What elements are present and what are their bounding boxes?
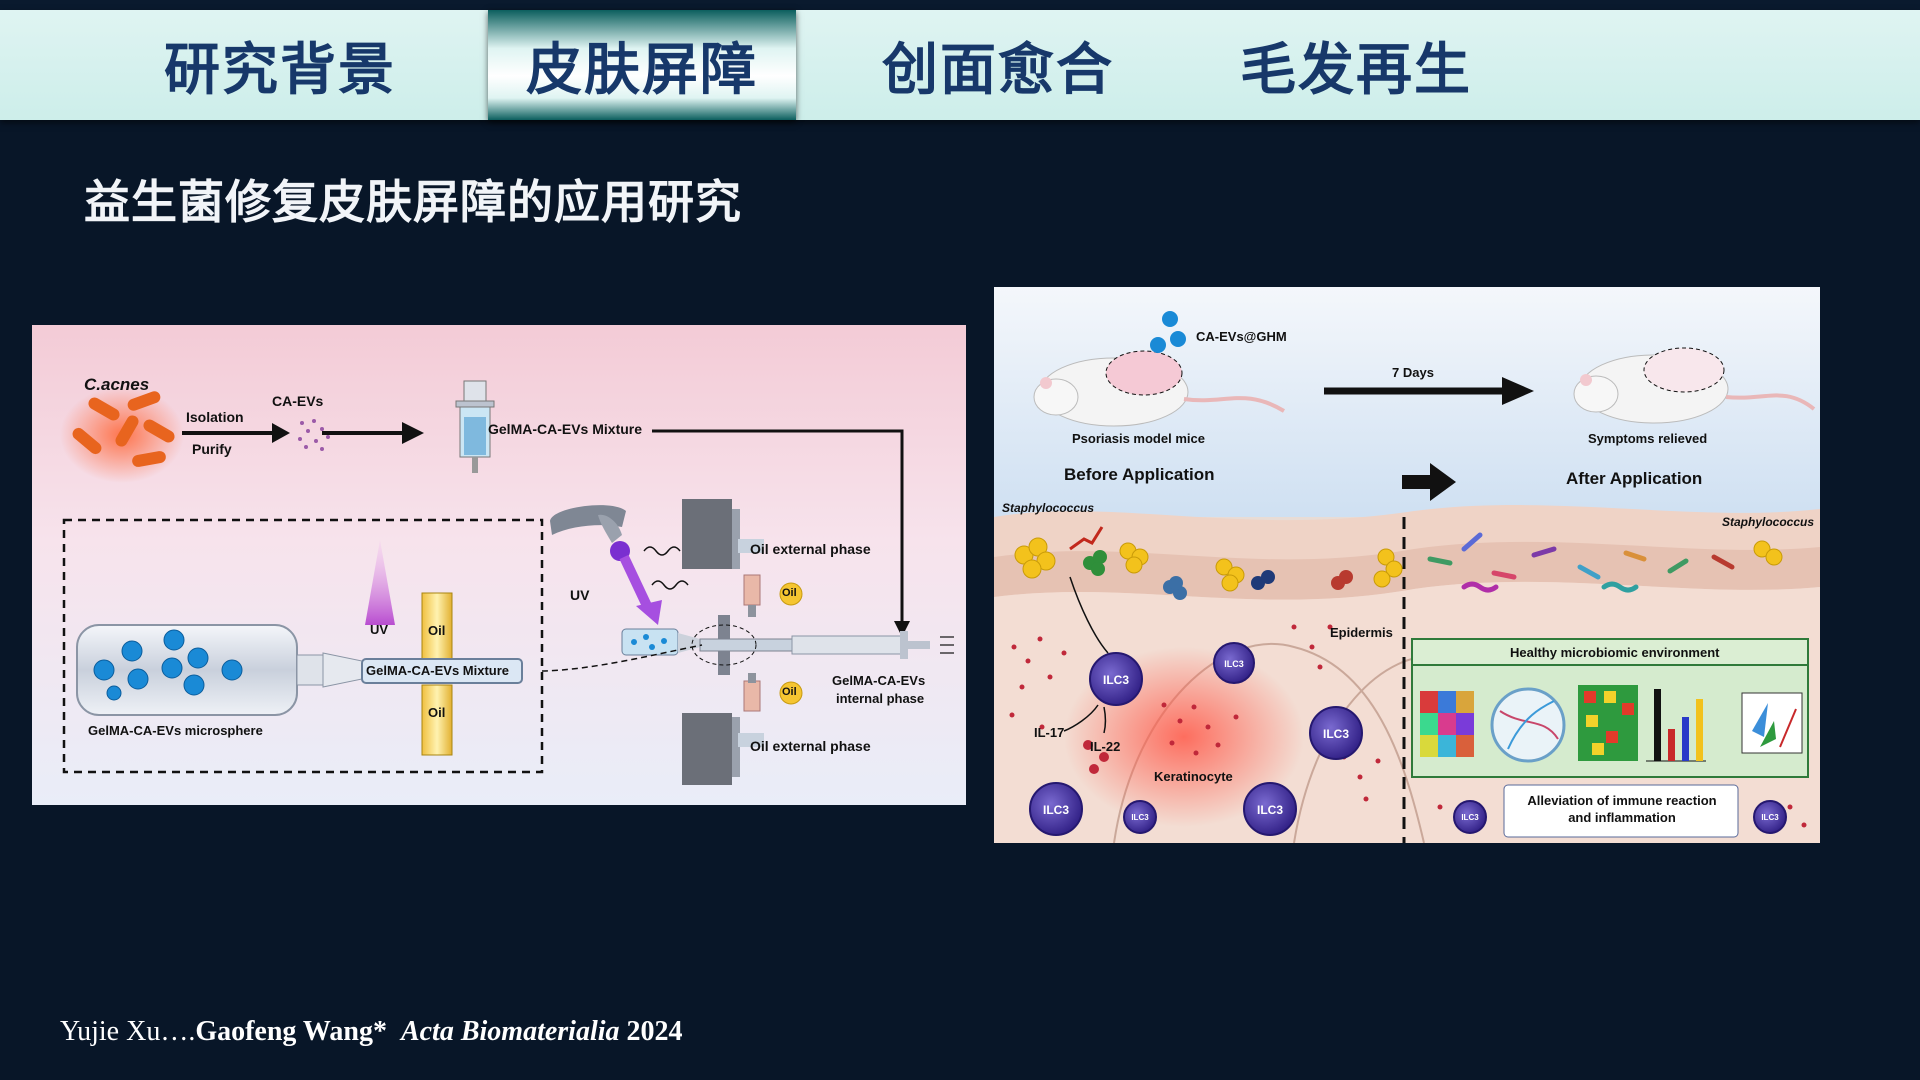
citation-authors-a: Yujie Xu…. (60, 1016, 196, 1047)
healthy-environment-label: Healthy microbiomic environment (1510, 645, 1720, 660)
tab-bar: 研究背景 皮肤屏障 创面愈合 毛发再生 (0, 10, 1920, 120)
tab-wound-healing[interactable]: 创面愈合 (882, 37, 1114, 103)
syringe-icon (455, 380, 495, 473)
il22-label: IL-22 (1090, 739, 1121, 754)
svg-text:ILC3: ILC3 (1461, 813, 1479, 822)
healthy-mini-heatmap (1420, 691, 1474, 757)
microsphere-label: GelMA-CA-EVs microsphere (88, 723, 263, 738)
inset-oil-top-label: Oil (428, 623, 446, 638)
svg-text:ILC3: ILC3 (1103, 673, 1129, 687)
oil-external-bottom-label: Oil external phase (750, 738, 871, 754)
tab-skin-barrier[interactable]: 皮肤屏障 (488, 10, 796, 120)
bacteria-icon (60, 387, 184, 483)
application-effect-figure: ILC3 ILC3 ILC3 ILC3 ILC3 ILC3 ILC3 ILC3 (994, 287, 1820, 843)
alleviation-label-1: Alleviation of immune reaction (1527, 793, 1717, 808)
psoriasis-mice-label: Psoriasis model mice (1072, 431, 1205, 446)
inset-oil-bottom-label: Oil (428, 705, 446, 720)
healthy-mini-grid (1578, 685, 1638, 761)
application-artwork: ILC3 ILC3 ILC3 ILC3 ILC3 ILC3 ILC3 ILC3 (994, 287, 1820, 843)
workflow-artwork (60, 380, 954, 785)
ca-evs-ghm-label: CA-EVs@GHM (1196, 329, 1287, 344)
oil-external-top-label: Oil external phase (750, 541, 871, 557)
epidermis-label: Epidermis (1330, 625, 1393, 640)
microfluidic-workflow-figure: C.acnes Isolation Purify CA-EVs GelMA-CA… (32, 325, 966, 805)
syringe-pump-bottom (682, 673, 764, 785)
il17-label: IL-17 (1034, 725, 1065, 740)
oil-droplet-bottom-label: Oil (782, 686, 797, 698)
syringe-pump-top (682, 499, 764, 617)
svg-text:ILC3: ILC3 (1257, 803, 1283, 817)
uv-label: UV (570, 587, 590, 603)
svg-text:ILC3: ILC3 (1043, 803, 1069, 817)
mouse-after-icon (1573, 347, 1816, 424)
isolation-label: Isolation (186, 409, 244, 425)
seven-days-label: 7 Days (1392, 365, 1434, 380)
citation-journal: Acta Biomaterialia (400, 1016, 620, 1047)
mixture-label: GelMA-CA-EVs Mixture (488, 421, 643, 437)
citation: Yujie Xu….Gaofeng Wang* Acta Biomaterial… (60, 1016, 683, 1048)
citation-year: 2024 (626, 1016, 683, 1047)
tab-research-background[interactable]: 研究背景 (164, 37, 396, 103)
inset-mixture-label: GelMA-CA-EVs Mixture (366, 663, 510, 678)
keratinocyte-label: Keratinocyte (1154, 769, 1233, 784)
tab-hair-regeneration[interactable]: 毛发再生 (1240, 37, 1472, 103)
svg-text:ILC3: ILC3 (1224, 659, 1244, 669)
citation-authors-b: Gaofeng Wang* (195, 1016, 387, 1047)
internal-phase-label-2: internal phase (836, 691, 925, 706)
alleviation-label-2: and inflammation (1568, 810, 1676, 825)
healthy-mini-bars (1646, 689, 1706, 762)
symptoms-relieved-label: Symptoms relieved (1588, 431, 1708, 446)
bacteria-name: C.acnes (84, 375, 150, 394)
mouse-before-icon (1033, 350, 1286, 427)
inset-uv-label: UV (370, 622, 389, 637)
staph-right-label: Staphylococcus (1722, 515, 1815, 529)
svg-text:ILC3: ILC3 (1323, 727, 1349, 741)
svg-text:ILC3: ILC3 (1761, 813, 1779, 822)
after-application-label: After Application (1566, 469, 1703, 488)
slide-title: 益生菌修复皮肤屏障的应用研究 (84, 175, 742, 229)
purify-label: Purify (192, 441, 232, 457)
oil-droplet-top-label: Oil (782, 587, 797, 599)
staph-left-label: Staphylococcus (1002, 501, 1095, 515)
top-edge (0, 0, 1920, 10)
svg-text:ILC3: ILC3 (1131, 813, 1149, 822)
before-application-label: Before Application (1064, 465, 1215, 484)
internal-phase-label-1: GelMA-CA-EVs (832, 673, 926, 688)
ca-evs-label: CA-EVs (272, 393, 324, 409)
